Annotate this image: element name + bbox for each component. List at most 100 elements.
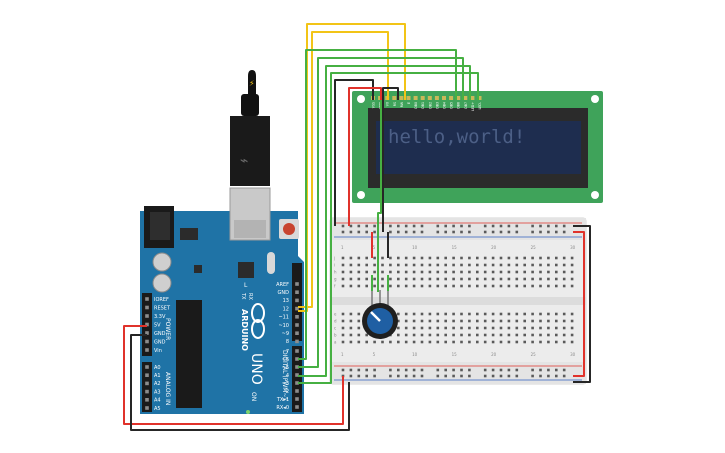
breadboard-hole <box>349 340 353 344</box>
lcd-pin <box>406 96 411 100</box>
breadboard-hole <box>381 284 384 288</box>
breadboard-hole <box>555 326 558 330</box>
arduino-analog-label: ANALOG IN <box>164 372 171 405</box>
breadboard-hole <box>389 224 392 228</box>
breadboard-hole <box>515 270 519 274</box>
breadboard-hole <box>349 224 353 228</box>
breadboard-hole <box>515 312 519 316</box>
breadboard-hole <box>515 256 519 260</box>
breadboard-hole <box>357 263 361 267</box>
breadboard-hole <box>452 277 455 281</box>
wire-black-lcd-rw <box>382 87 399 232</box>
breadboard-hole <box>373 230 376 234</box>
header-pin-hole <box>295 357 299 361</box>
breadboard-hole <box>452 270 455 274</box>
breadboard-hole <box>349 230 353 234</box>
breadboard-hole <box>341 224 345 228</box>
breadboard-hole <box>412 319 416 323</box>
breadboard-hole <box>420 284 424 288</box>
arduino-tx-label: TX <box>240 292 246 300</box>
breadboard-hole <box>491 224 495 228</box>
pin-label: ~3 <box>282 381 289 387</box>
breadboard-hole <box>547 277 550 281</box>
breadboard-hole <box>547 256 550 260</box>
wire-green-lcd-v0 <box>377 100 382 292</box>
breadboard-hole <box>531 368 534 372</box>
lcd-pin-label: E <box>407 102 411 104</box>
breadboard-row-letter: b <box>334 333 337 338</box>
breadboard-hole <box>365 270 368 274</box>
breadboard-hole <box>397 368 400 372</box>
breadboard-hole <box>452 319 455 323</box>
lcd-display-text: hello,world! <box>388 126 525 148</box>
breadboard-hole <box>452 333 455 337</box>
breadboard-hole <box>452 224 455 228</box>
breadboard-hole <box>476 333 479 337</box>
breadboard-hole <box>436 374 440 378</box>
breadboard-hole <box>539 326 542 330</box>
lcd-pin <box>420 96 425 100</box>
breadboard-hole <box>499 224 503 228</box>
arduino-model-text: UNO <box>248 353 264 385</box>
breadboard-hole <box>539 312 542 316</box>
breadboard-hole <box>515 230 519 234</box>
breadboard-hole <box>547 319 550 323</box>
breadboard-hole <box>357 374 361 378</box>
breadboard-hole <box>547 312 550 316</box>
breadboard-hole <box>476 284 479 288</box>
lcd-pin <box>470 96 475 100</box>
breadboard-hole <box>547 284 550 288</box>
breadboard-hole <box>420 374 424 378</box>
breadboard-hole <box>357 224 361 228</box>
breadboard-hole <box>468 340 471 344</box>
header-pin-hole <box>145 398 149 402</box>
breadboard-hole <box>412 256 416 260</box>
breadboard-hole <box>420 256 424 260</box>
breadboard-hole <box>389 374 392 378</box>
lcd-pin-label: V0 <box>386 102 390 106</box>
breadboard-hole <box>420 230 424 234</box>
breadboard-hole <box>491 263 495 267</box>
breadboard-hole <box>412 333 416 337</box>
breadboard-hole <box>397 230 400 234</box>
header-pin-hole <box>295 331 299 335</box>
breadboard-row-letter: c <box>334 326 336 331</box>
breadboard-hole <box>547 270 550 274</box>
lcd-pin-label: DB7 <box>464 102 468 109</box>
breadboard-hole <box>373 277 376 281</box>
breadboard-hole <box>476 326 479 330</box>
breadboard-hole <box>460 312 463 316</box>
breadboard-hole <box>523 270 526 274</box>
breadboard-hole <box>444 340 447 344</box>
breadboard-hole <box>460 319 463 323</box>
breadboard-hole <box>570 333 574 337</box>
breadboard-hole <box>507 263 511 267</box>
breadboard-hole <box>444 230 447 234</box>
breadboard-hole <box>389 368 392 372</box>
breadboard-hole <box>539 340 542 344</box>
breadboard-hole <box>428 277 432 281</box>
breadboard-hole <box>562 319 566 323</box>
breadboard-hole <box>341 326 345 330</box>
breadboard-hole <box>468 368 471 372</box>
breadboard-hole <box>507 374 511 378</box>
breadboard-hole <box>357 340 361 344</box>
breadboard-hole <box>428 340 432 344</box>
breadboard-row-letter: d <box>334 319 337 324</box>
breadboard-hole <box>499 270 503 274</box>
header-pin-hole <box>145 314 149 318</box>
breadboard-hole <box>555 270 558 274</box>
breadboard-hole <box>452 263 455 267</box>
wire-red-5v <box>123 325 344 425</box>
breadboard-column-number: 15 <box>452 245 458 250</box>
breadboard-hole <box>412 263 416 267</box>
pin-label: 12 <box>283 306 289 312</box>
breadboard-hole <box>397 256 400 260</box>
breadboard-hole <box>507 333 511 337</box>
breadboard-hole <box>499 368 503 372</box>
header-pin-hole <box>295 373 299 377</box>
breadboard-hole <box>491 312 495 316</box>
breadboard-hole <box>349 256 353 260</box>
wire-red-lcd-vdd <box>348 87 382 226</box>
breadboard-hole <box>357 230 361 234</box>
